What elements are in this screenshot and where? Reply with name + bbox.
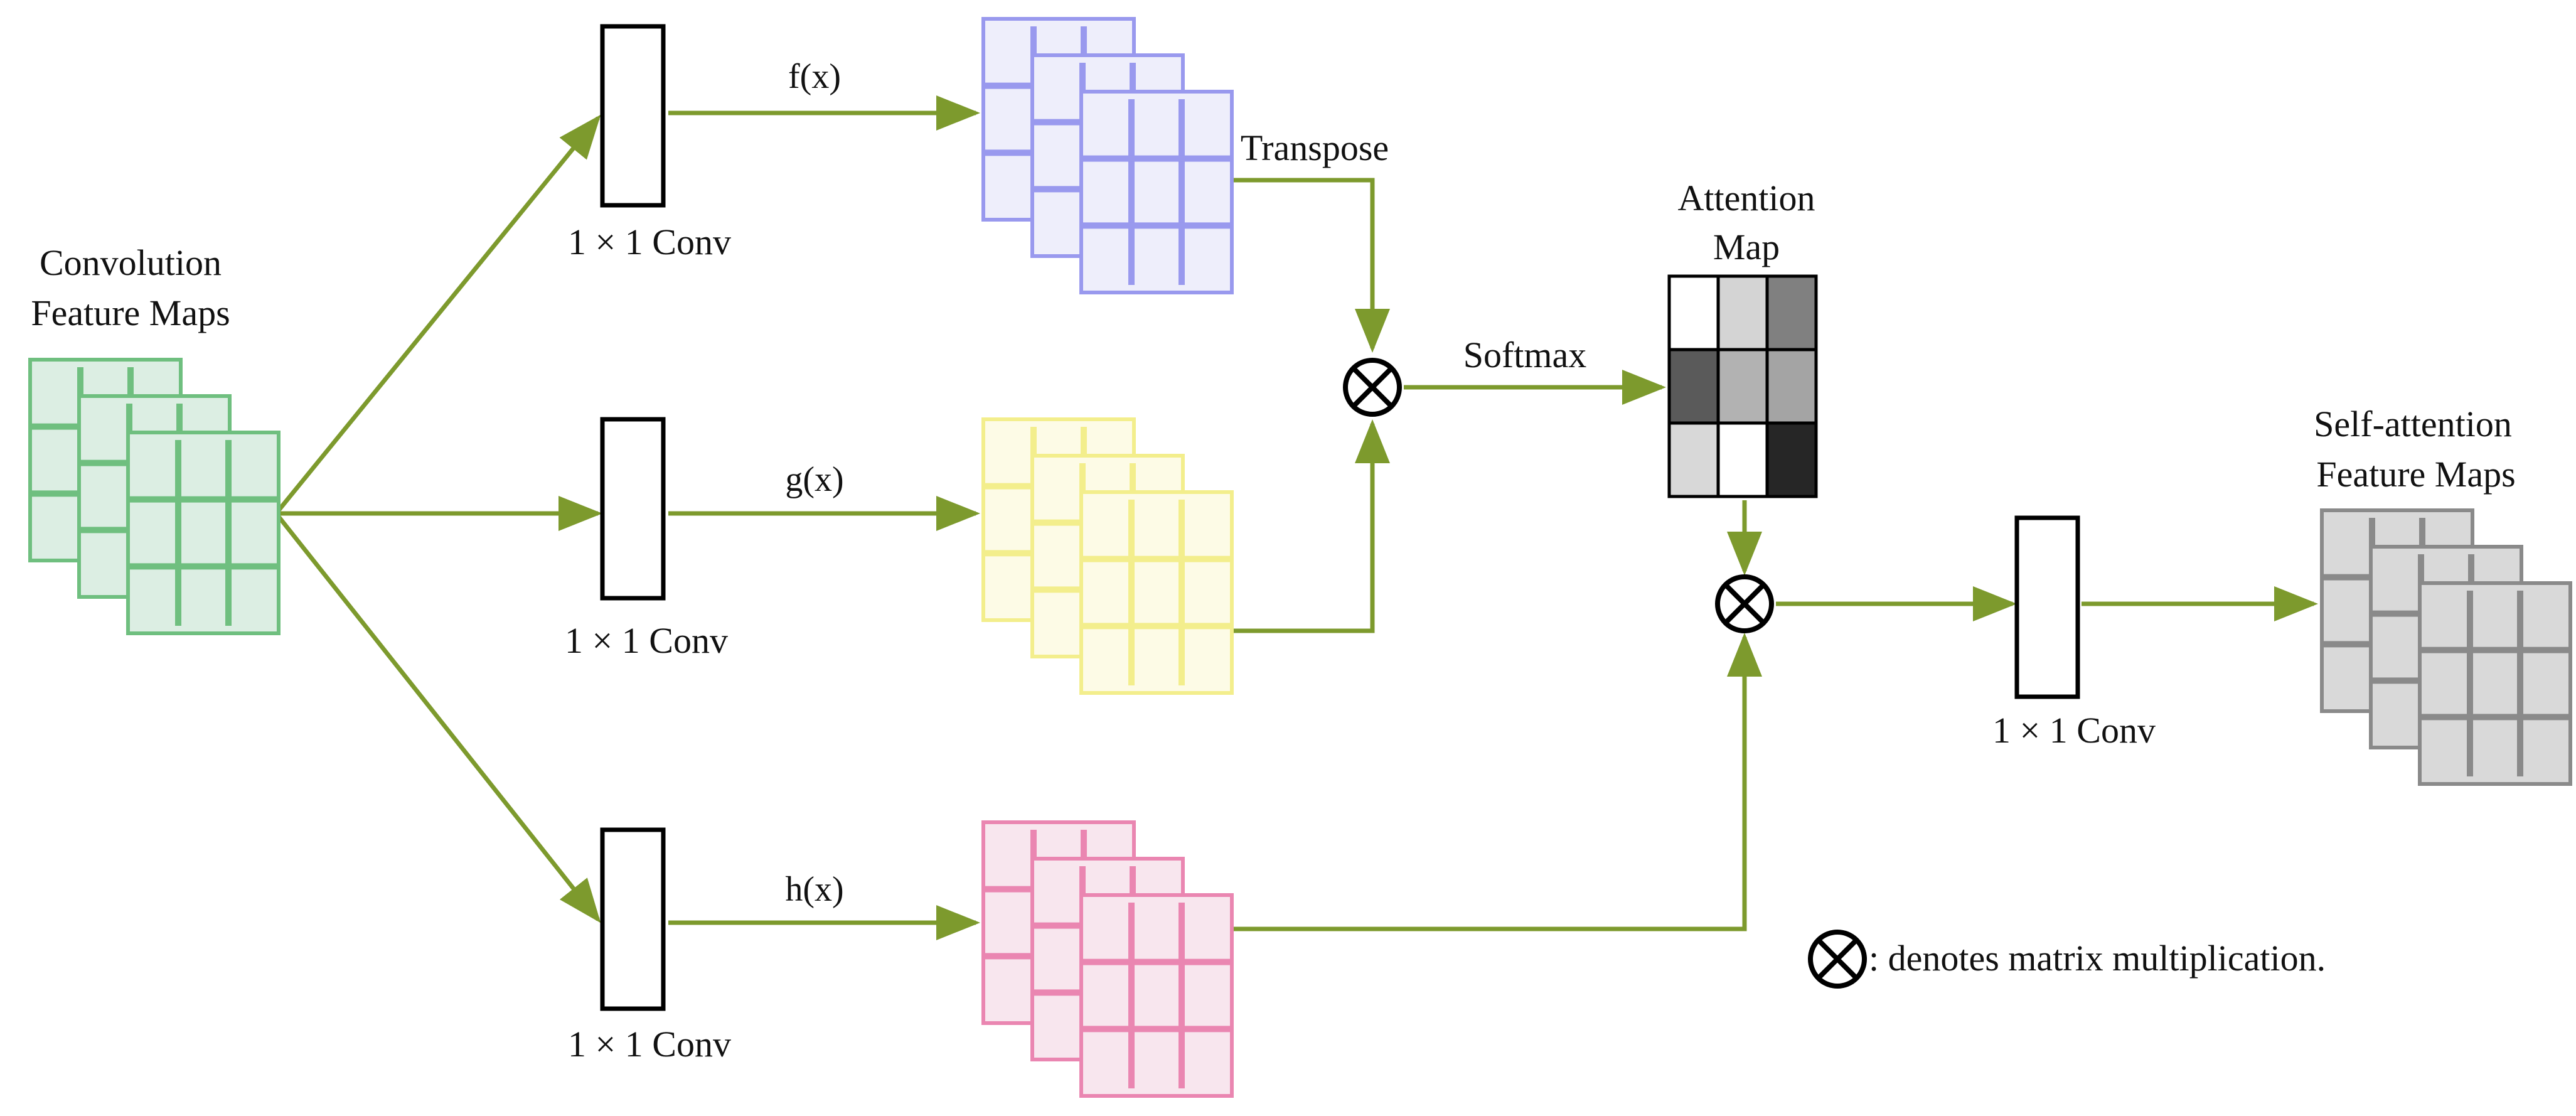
multiply-operator-2 [1715, 574, 1774, 633]
transpose-label: Transpose [1241, 127, 1389, 168]
arrow-input-to-conv-f [274, 114, 601, 515]
arrow-input-to-conv-h [274, 512, 601, 923]
f-feature-maps [981, 17, 1234, 294]
feature-map-sheet [1079, 490, 1234, 695]
feature-map-sheet [1079, 90, 1234, 294]
attention-cell [1765, 348, 1818, 425]
arrow-transpose-to-multiply [1219, 178, 1390, 353]
func-label-h: h(x) [785, 870, 843, 909]
conv-box-output [2014, 515, 2080, 699]
output-label-line2: Feature Maps [2316, 454, 2515, 495]
attention-cell [1716, 421, 1769, 498]
softmax-label: Softmax [1463, 335, 1587, 375]
func-label-g: g(x) [785, 460, 843, 499]
arrow-g-to-multiply [1219, 419, 1390, 633]
attention-cell [1716, 348, 1769, 425]
conv-box-f [600, 24, 666, 208]
output-label-line1: Self-attention [2314, 404, 2512, 444]
conv-label-h: 1 × 1 Conv [568, 1024, 731, 1065]
feature-map-sheet [1079, 893, 1234, 1098]
conv-box-g [600, 417, 666, 601]
attention-cell [1667, 421, 1720, 498]
conv-box-h [600, 827, 666, 1011]
conv-label-f: 1 × 1 Conv [568, 222, 731, 262]
feature-map-sheet [126, 431, 281, 635]
attention-label-line1: Attention [1677, 178, 1815, 218]
conv-label-g: 1 × 1 Conv [565, 620, 728, 661]
output-feature-maps [2320, 508, 2572, 786]
attention-cell [1667, 348, 1720, 425]
connector-arrows [274, 95, 2318, 940]
h-feature-maps [981, 820, 1234, 1098]
attention-map-grid [1667, 274, 1818, 498]
attention-cell [1716, 274, 1769, 351]
func-label-f: f(x) [788, 57, 841, 96]
attention-cell [1667, 274, 1720, 351]
input-label-line1: Convolution [40, 242, 222, 283]
attention-label-line2: Map [1713, 227, 1780, 267]
legend-multiply-icon [1808, 930, 1867, 989]
attention-cell [1765, 274, 1818, 351]
input-label-line2: Feature Maps [31, 292, 230, 333]
feature-map-sheet [2418, 581, 2572, 786]
attention-cell [1765, 421, 1818, 498]
g-feature-maps [981, 417, 1234, 695]
arrow-h-to-multiply [1219, 633, 1762, 931]
multiply-operator-1 [1343, 358, 1402, 417]
input-feature-maps [28, 358, 281, 635]
output-conv-label: 1 × 1 Conv [1992, 710, 2156, 751]
legend-text: : denotes matrix multiplication. [1869, 938, 2326, 979]
